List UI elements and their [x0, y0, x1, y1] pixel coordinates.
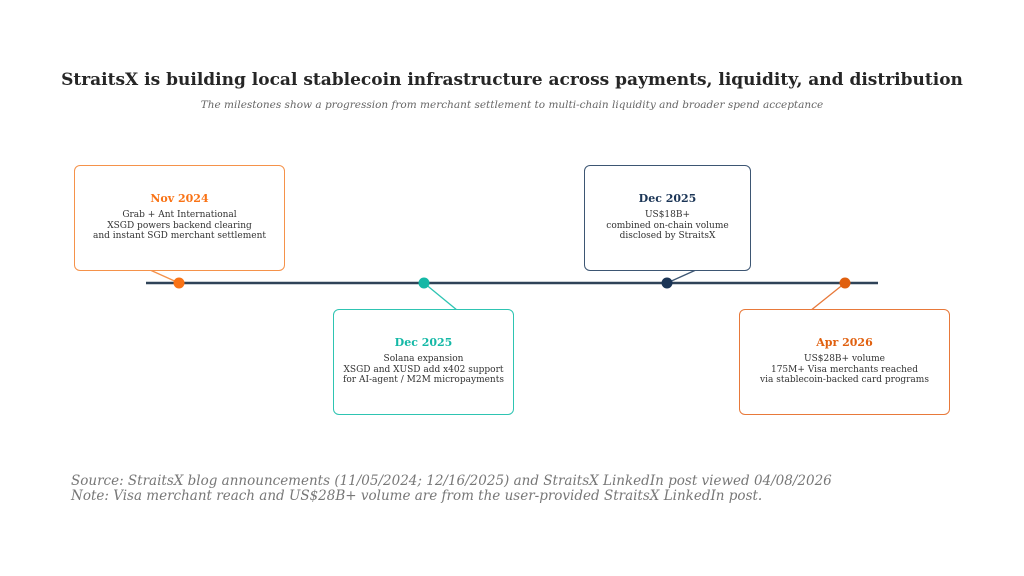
milestone-line: combined on-chain volume	[606, 220, 729, 231]
milestone-line: US$18B+	[644, 210, 691, 220]
milestone-card-3: Dec 2025 US$18B+combined on-chain volume…	[584, 165, 751, 271]
milestone-date: Apr 2026	[816, 336, 873, 349]
milestone-line: Solana expansion	[383, 354, 464, 364]
milestone-line: 175M+ Visa merchants reached	[770, 364, 919, 375]
milestone-line: XSGD powers backend clearing	[107, 220, 252, 231]
milestone-line: for AI-agent / M2M micropayments	[343, 375, 504, 385]
milestone-dot-1	[173, 277, 185, 289]
milestone-line: and instant SGD merchant settlement	[92, 231, 267, 241]
milestone-line: XSGD and XUSD add x402 support	[343, 364, 504, 375]
milestone-date: Dec 2025	[638, 192, 697, 205]
footnote: Note: Visa merchant reach and US$28B+ vo…	[71, 488, 763, 504]
milestone-line: disclosed by StraitsX	[619, 231, 716, 241]
source-note: Source: StraitsX blog announcements (11/…	[71, 473, 832, 489]
milestone-line: Grab + Ant International	[122, 210, 237, 220]
milestone-date: Nov 2024	[150, 192, 209, 205]
milestone-dot-3	[661, 277, 673, 289]
milestone-date: Dec 2025	[394, 336, 453, 349]
figure-title: StraitsX is building local stablecoin in…	[61, 70, 963, 90]
figure-subtitle: The milestones show a progression from m…	[200, 99, 824, 111]
milestone-dot-4	[839, 277, 851, 289]
milestone-line: via stablecoin-backed card programs	[760, 375, 929, 385]
milestone-line: US$28B+ volume	[804, 354, 885, 364]
milestone-dot-2	[418, 277, 430, 289]
